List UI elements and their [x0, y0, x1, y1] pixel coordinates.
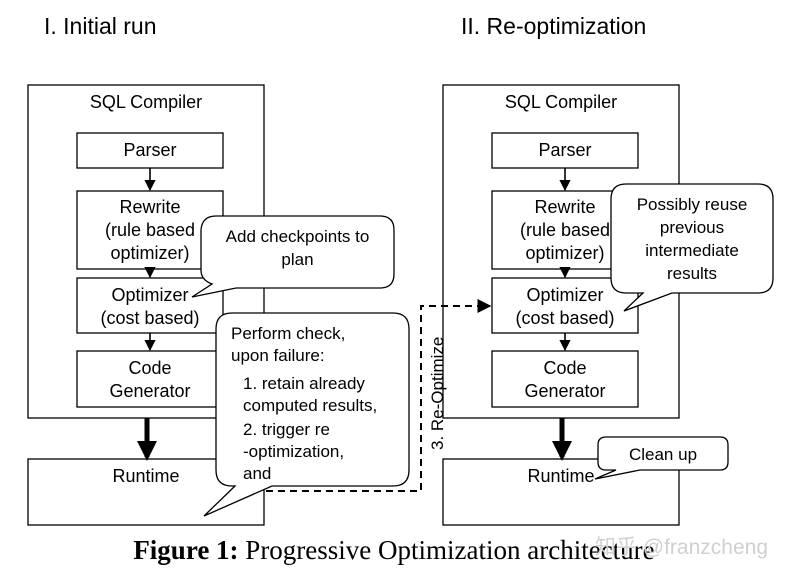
left-parser-box — [76, 132, 224, 169]
left-optimizer-box — [76, 277, 224, 334]
right-codegen-box — [491, 350, 639, 408]
right-rewrite-label: Rewrite (rule based optimizer) — [519, 197, 611, 263]
watermark: 知乎 @franzcheng — [594, 536, 768, 559]
reoptimize-label: 3. Re-Optimize — [428, 336, 447, 450]
left-runtime-label: Runtime — [112, 466, 180, 486]
right-parser-label: Parser — [538, 140, 592, 160]
callout-checkpoints-shape — [191, 215, 395, 298]
figure-caption-text: Progressive Optimization architecture — [238, 535, 655, 565]
callout-checkpoints-text: Add checkpoints to plan — [225, 227, 370, 269]
left-codegen-box — [76, 350, 224, 408]
reoptimization-title: II. Re-optimization — [461, 13, 647, 39]
right-compiler-label: SQL Compiler — [504, 92, 618, 112]
left-rewrite-label: Rewrite (rule based optimizer) — [104, 197, 196, 263]
callout-cleanup-text: Clean up — [628, 445, 698, 464]
right-parser-box — [491, 132, 639, 169]
callout-perform-check-shape — [203, 312, 410, 517]
initial-run-title: I. Initial run — [44, 13, 157, 39]
reoptimize-dashed-path — [266, 299, 492, 492]
callout-reuse-text: Possibly reuse previous intermediate res… — [636, 195, 748, 283]
callout-cleanup-shape — [594, 436, 729, 480]
figure-caption: Figure 1: Progressive Optimization archi… — [0, 535, 788, 566]
right-runtime-label: Runtime — [527, 466, 595, 486]
right-codegen-label: Code Generator — [524, 358, 606, 401]
callout-perform-check-title: Perform check, upon failure: — [231, 324, 346, 365]
figure-caption-prefix: Figure 1: — [133, 535, 239, 565]
left-parser-label: Parser — [123, 140, 177, 160]
left-compiler-label: SQL Compiler — [89, 92, 203, 112]
callout-perform-check-item-1: 1. retain already computed results, — [243, 374, 378, 415]
right-optimizer-label: Optimizer (cost based) — [515, 285, 615, 328]
left-codegen-label: Code Generator — [109, 358, 191, 401]
callout-perform-check-item-2: 2. trigger re -optimization, and — [243, 420, 345, 483]
callout-reuse-shape — [610, 183, 774, 312]
left-optimizer-label: Optimizer (cost based) — [100, 285, 200, 328]
